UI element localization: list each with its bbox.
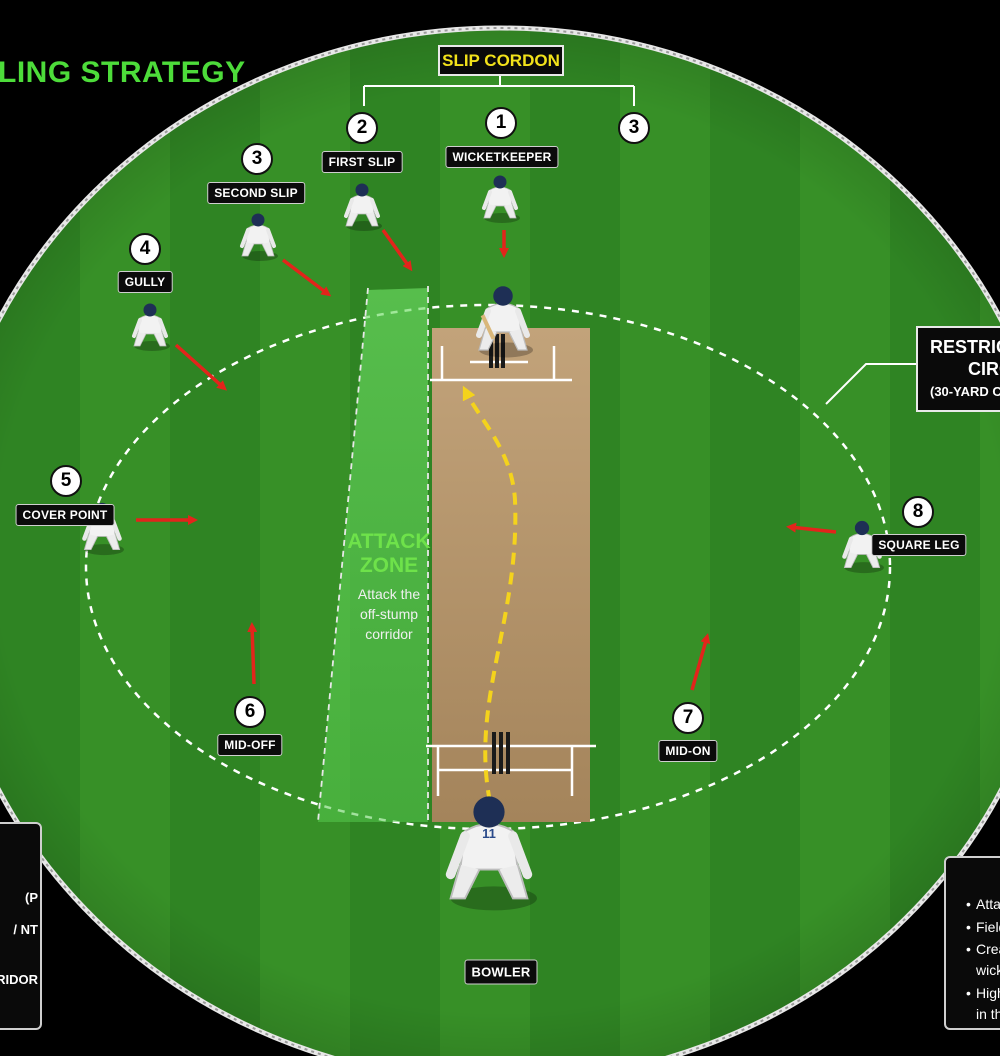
- right-panel-bullet: Crea: [976, 941, 1000, 957]
- fielder-number-cover-point: 5: [50, 465, 82, 497]
- attack-zone-title-line: ZONE: [320, 554, 458, 578]
- fielder-number-second-slip: 3: [241, 143, 273, 175]
- fielder-number-mid-off: 6: [234, 696, 266, 728]
- movement-arrow: [252, 626, 254, 684]
- fielder-number-first-slip: 2: [346, 112, 378, 144]
- right-panel-line: wick: [976, 962, 1000, 978]
- attack-zone-desc-line: Attack the: [320, 584, 458, 604]
- restricted-circle-subline: (30-YARD C: [930, 384, 1000, 399]
- fielder-number-gully: 4: [129, 233, 161, 265]
- right-panel-bullet: Field: [976, 919, 1000, 935]
- fielder-label-gully: GULLY: [118, 271, 173, 293]
- slip-cordon-number-right: 3: [618, 112, 650, 144]
- fielder-number-square-leg: 8: [902, 496, 934, 528]
- right-panel-bullet: High: [976, 985, 1000, 1001]
- fielder-number-mid-on: 7: [672, 702, 704, 734]
- left-panel-line: P): [0, 890, 40, 905]
- fielder-label-first-slip: FIRST SLIP: [322, 151, 403, 173]
- fielder-label-mid-on: MID-ON: [658, 740, 717, 762]
- bowler-shirt-number: 11: [482, 826, 496, 841]
- attack-zone-label: ATTACK ZONE Attack the off-stump corrido…: [320, 530, 458, 644]
- fielder-number-wicketkeeper: 1: [485, 107, 517, 139]
- fielder-label-square-leg: SQUARE LEG: [871, 534, 966, 556]
- restricted-circle-line: CIRCL: [930, 358, 1000, 380]
- attack-zone-desc-line: off-stump: [320, 604, 458, 624]
- fielder-label-second-slip: SECOND SLIP: [207, 182, 305, 204]
- left-info-panel: P) NT / RIDOR: [0, 822, 42, 1030]
- attack-zone-description: Attack the off-stump corridor: [320, 584, 458, 644]
- fielder-label-mid-off: MID-OFF: [217, 734, 282, 756]
- right-panel-bullet: Atta: [976, 896, 1000, 912]
- left-panel-line: RIDOR: [0, 972, 40, 987]
- right-panel-line: in th: [976, 1006, 1000, 1022]
- right-info-panel: Atta Field Crea wick High in th: [944, 856, 1000, 1030]
- attack-zone-desc-line: corridor: [320, 624, 458, 644]
- fielder-label-cover-point: COVER POINT: [16, 504, 115, 526]
- fielder-label-wicketkeeper: WICKETKEEPER: [445, 146, 558, 168]
- diagram-title: LING STRATEGY: [0, 56, 246, 90]
- left-panel-line: NT /: [0, 922, 40, 937]
- fielder-label-bowler: BOWLER: [465, 960, 538, 985]
- attack-zone-title: ATTACK ZONE: [320, 530, 458, 578]
- slip-cordon-label: SLIP CORDON: [438, 45, 564, 76]
- attack-zone-title-line: ATTACK: [320, 530, 458, 554]
